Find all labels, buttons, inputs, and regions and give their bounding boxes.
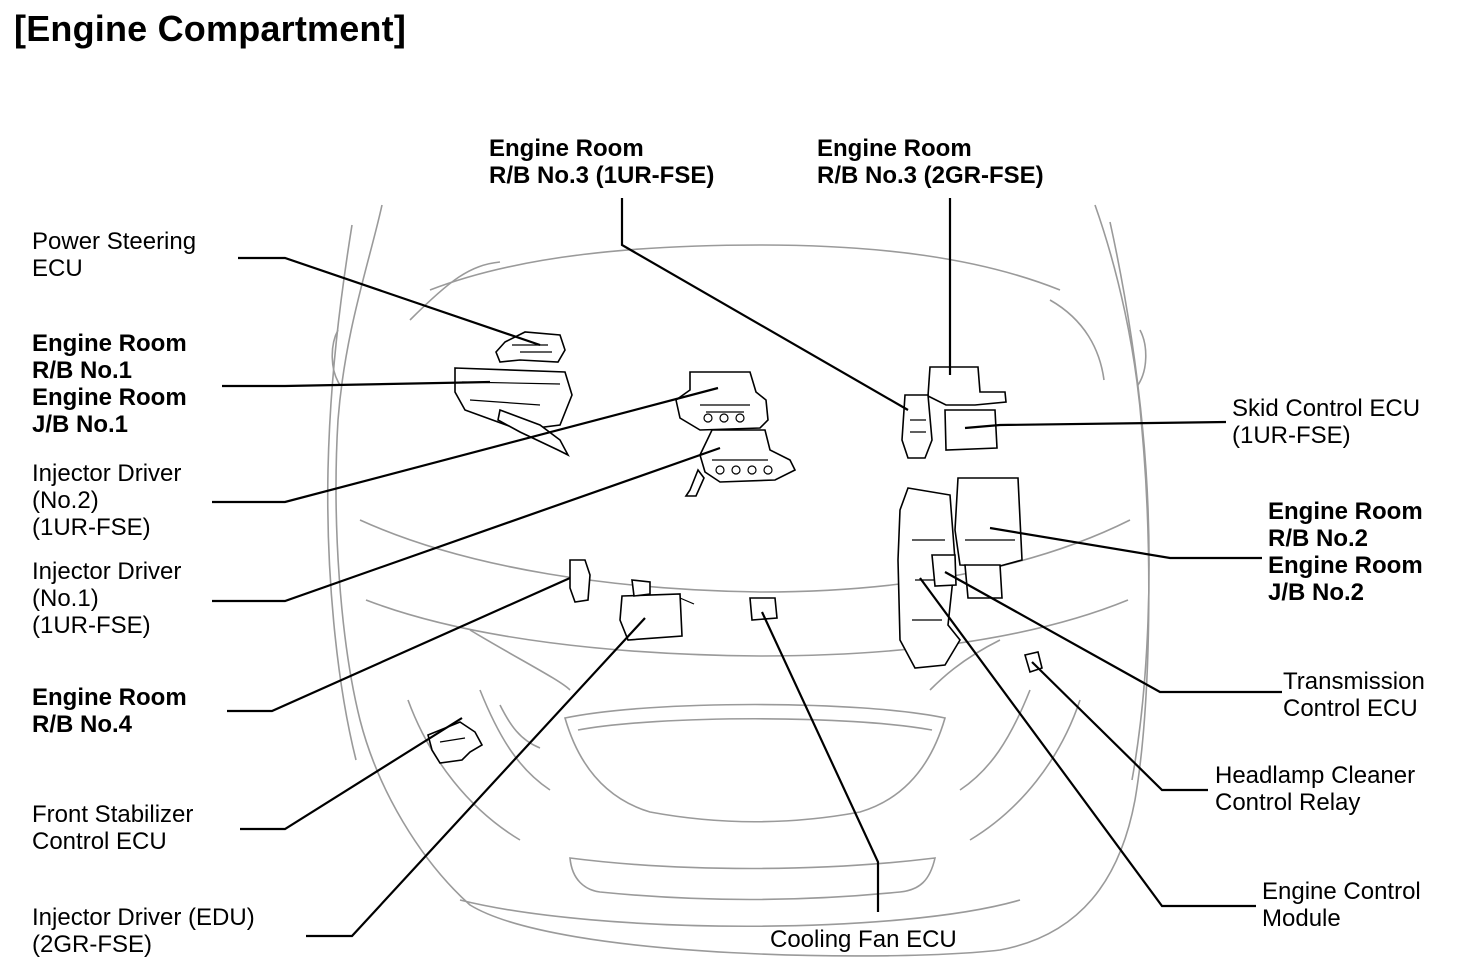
leader-front-stabilizer — [240, 717, 463, 831]
label-engine-room-rb3-2gr: Engine Room R/B No.3 (2GR-FSE) — [817, 135, 1044, 189]
label-injector-driver-no1: Injector Driver (No.1) (1UR-FSE) — [32, 558, 182, 639]
leader-cooling-fan — [761, 611, 880, 912]
leader-rb2-jb2 — [989, 526, 1262, 560]
label-engine-room-rb2-jb2: Engine Room R/B No.2 Engine Room J/B No.… — [1268, 498, 1423, 606]
leader-injector-no1 — [212, 446, 721, 603]
label-power-steering-ecu: Power Steering ECU — [32, 228, 197, 282]
engine-room-rb4-part — [569, 559, 591, 603]
engine-room-rb3-parts — [901, 366, 1007, 459]
label-transmission-control-ecu: Transmission Control ECU — [1283, 668, 1425, 722]
leader-rb1-jb1 — [222, 380, 491, 388]
leader-headlamp-cleaner — [1031, 661, 1208, 792]
leader-transmission — [944, 571, 1282, 694]
leader-rb3-1ur — [620, 198, 909, 411]
label-skid-control-ecu: Skid Control ECU (1UR-FSE) — [1232, 395, 1421, 449]
label-injector-driver-no2: Injector Driver (No.2) (1UR-FSE) — [32, 460, 182, 541]
label-cooling-fan-ecu: Cooling Fan ECU — [770, 926, 957, 953]
leader-lines — [212, 198, 1282, 938]
leader-rb4 — [227, 576, 571, 713]
label-engine-room-rb4: Engine Room R/B No.4 — [32, 684, 187, 738]
leader-engine-control-module — [919, 577, 1256, 908]
label-front-stabilizer-ecu: Front Stabilizer Control ECU — [32, 801, 194, 855]
leader-injector-edu — [306, 617, 646, 938]
label-engine-room-rb3-1ur: Engine Room R/B No.3 (1UR-FSE) — [489, 135, 715, 189]
leader-power-steering — [238, 256, 541, 347]
leader-skid-control — [964, 420, 1227, 430]
front-stabilizer-ecu-part — [427, 721, 484, 764]
label-engine-room-rb1-jb1: Engine Room R/B No.1 Engine Room J/B No.… — [32, 330, 187, 438]
power-steering-ecu-part — [495, 331, 566, 363]
injector-driver-no2-part — [675, 371, 769, 431]
label-headlamp-cleaner-relay: Headlamp Cleaner Control Relay — [1215, 762, 1416, 816]
label-injector-driver-edu: Injector Driver (EDU) (2GR-FSE) — [32, 904, 255, 958]
leader-injector-no2 — [212, 386, 719, 504]
injector-driver-no1-part — [684, 429, 797, 497]
engine-room-rb2-jb2-part — [897, 477, 1023, 669]
cooling-fan-ecu-part — [749, 597, 778, 621]
page-title: [Engine Compartment] — [14, 8, 407, 49]
engine-room-rb1-jb1-part — [454, 367, 573, 457]
label-engine-control-module: Engine Control Module — [1262, 878, 1421, 932]
car-body-outline — [326, 204, 1150, 957]
